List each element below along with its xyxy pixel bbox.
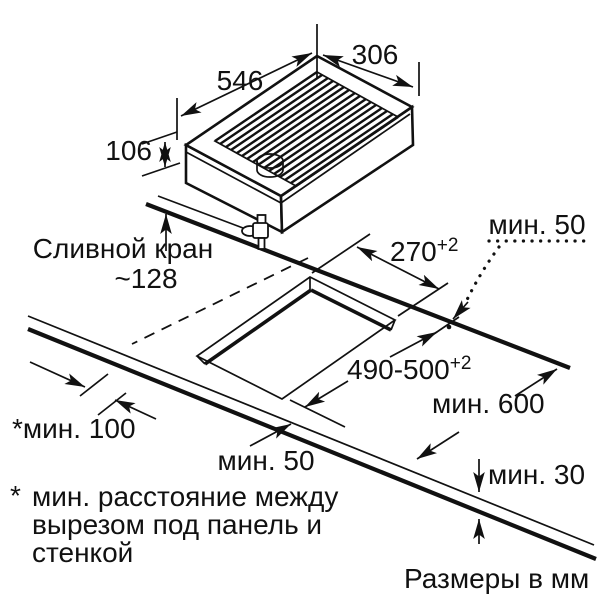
rear-clearance-label: мин. 50: [488, 209, 585, 240]
leader-arrow: [114, 399, 157, 420]
units-note: Размеры в мм: [404, 563, 589, 594]
extension-line: [79, 373, 109, 397]
dim-cutout-width-270: [311, 233, 449, 317]
worktop-front-edge-top: [27, 315, 595, 546]
worktop-depth-label: мин. 600: [432, 388, 545, 419]
footnote-line3: стенкой: [32, 537, 133, 568]
dim-106-label: 106: [105, 135, 152, 166]
dimension-line: [356, 246, 440, 290]
footnote: * мин. расстояние между вырезом под пане…: [10, 480, 338, 568]
side-clearance-label: *мин. 100: [12, 413, 136, 444]
dim-appliance-306: [322, 54, 420, 96]
dimension-line-segment: [389, 331, 438, 358]
cutout: [195, 276, 397, 400]
dim-rear-clearance-50: [446, 239, 586, 330]
dim-appliance-546: [176, 24, 318, 140]
footnote-line2: вырезом под панель и: [32, 509, 322, 540]
extension-line: [141, 162, 181, 177]
dotted-leader: [462, 245, 501, 308]
dimension-line-segment: [514, 368, 558, 397]
dimension-line: [180, 52, 313, 117]
grill-grate-icon: [213, 71, 400, 187]
drain-projection-line: [157, 195, 244, 229]
cutout-depth-edge-right: [310, 288, 392, 332]
worktop-thickness-label: мин. 30: [488, 459, 585, 490]
leader-arrow: [452, 300, 471, 320]
dim-worktop-depth-600: [416, 368, 558, 460]
extension-line: [289, 399, 346, 428]
appliance-rim-edge: [185, 113, 411, 204]
dim-cutout-length-490-500: [289, 316, 460, 428]
extension-line: [141, 131, 178, 145]
worktop-front-edge-bottom: [27, 327, 597, 561]
cutout-opening: [195, 276, 397, 400]
extension-line: [311, 233, 371, 274]
extension-line: [397, 282, 449, 317]
cutout-depth-edge-left: [203, 288, 313, 366]
cutout-corner-edge: [390, 319, 396, 331]
extension-line: [97, 392, 127, 416]
cutout-width-label: 270+2: [390, 235, 458, 267]
dimension-line: [322, 54, 414, 88]
leader-arrow: [29, 361, 86, 388]
dim-306-label: 306: [352, 39, 399, 70]
cutout-length-label: 490-500+2: [347, 353, 471, 385]
front-clearance-label: мин. 50: [217, 445, 314, 476]
dim-side-clearance-100: [29, 361, 157, 420]
drain-tap-label: Сливной кран: [33, 233, 213, 264]
drain-tap-icon: [241, 214, 269, 250]
dim-546-label: 546: [217, 65, 264, 96]
leader-arrow: [249, 423, 292, 447]
reference-dot: [446, 324, 452, 330]
dashed-projection-line: [131, 257, 309, 345]
appliance-isometric: [183, 54, 415, 235]
extension-line: [427, 316, 460, 339]
footnote-marker: *: [10, 480, 21, 511]
dim-appliance-106: [141, 131, 181, 177]
dim-front-clearance-50: [249, 423, 292, 447]
dimension-line-segment: [304, 380, 349, 408]
footnote-line1: мин. расстояние между: [32, 481, 338, 512]
dimension-line-segment: [416, 431, 460, 460]
control-knob-icon: [256, 153, 284, 178]
cutout-corner-edge: [196, 355, 206, 365]
drain-tap-value: ~128: [114, 263, 177, 294]
